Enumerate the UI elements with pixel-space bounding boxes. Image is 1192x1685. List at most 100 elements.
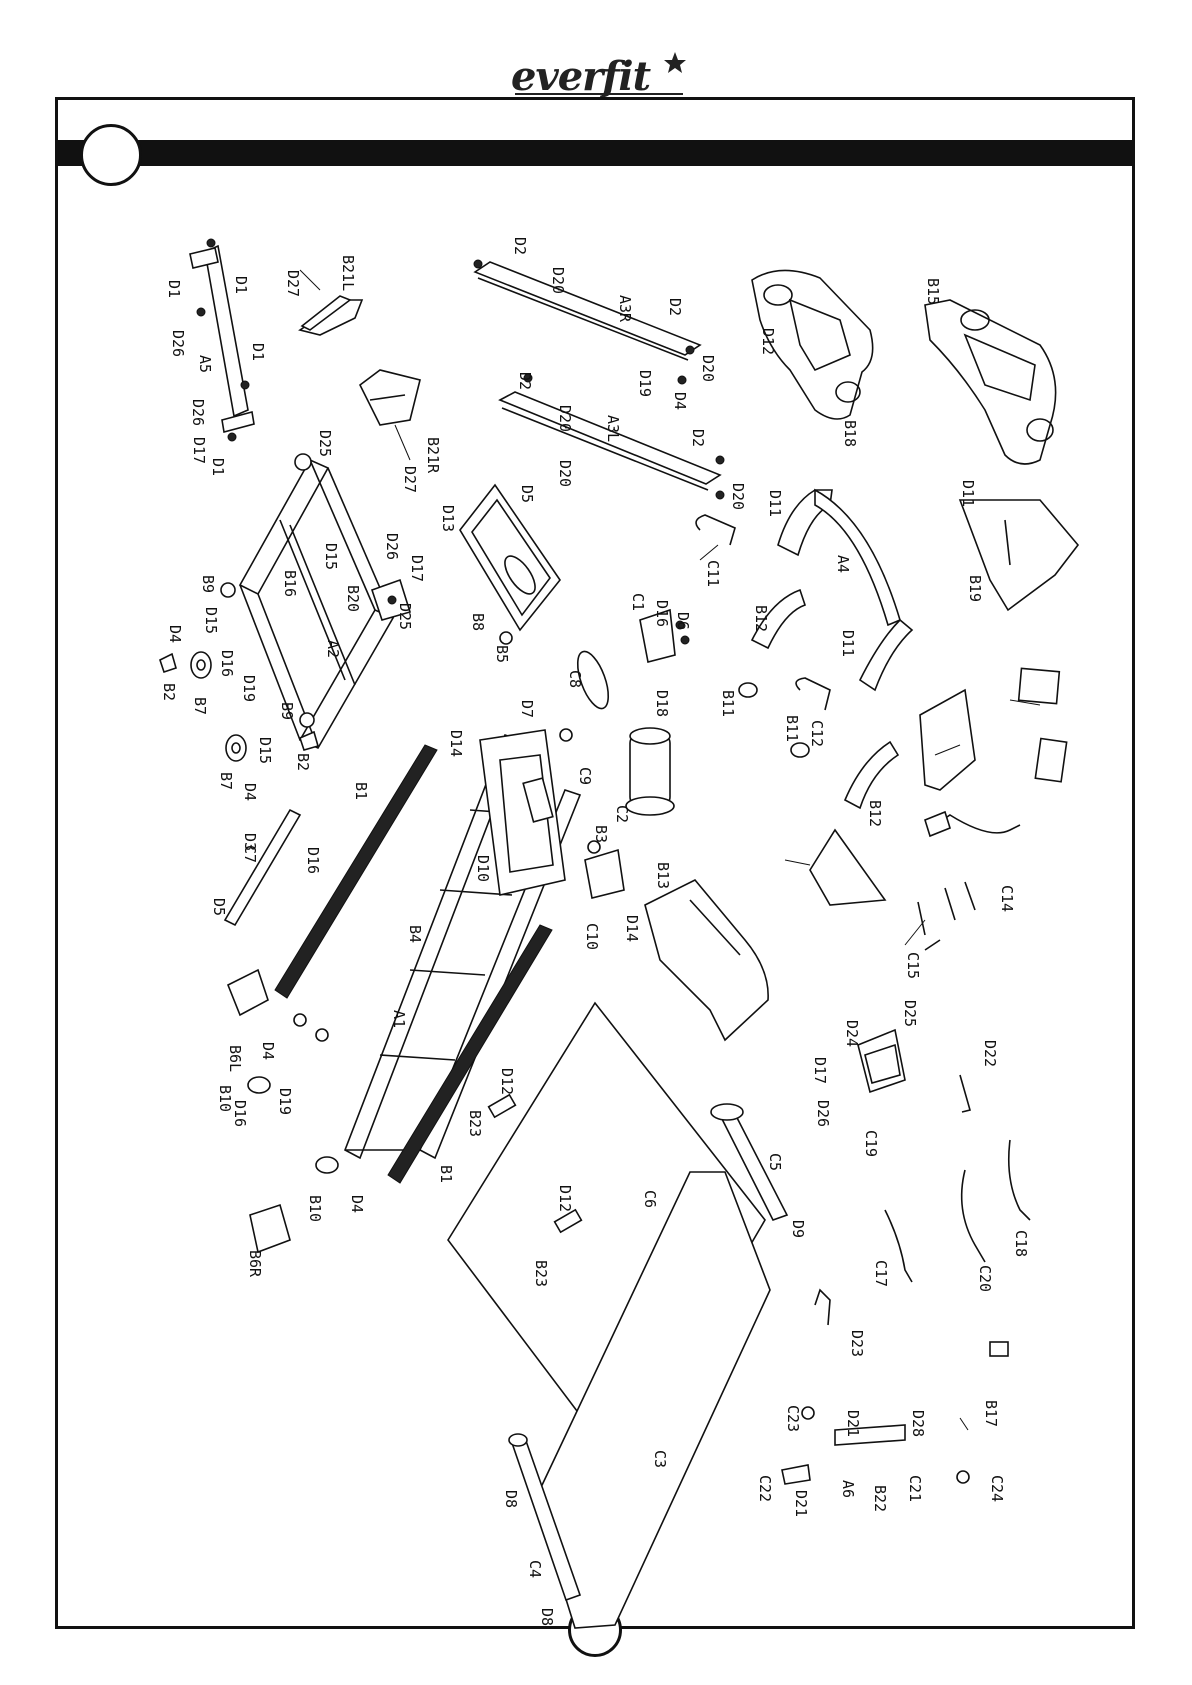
part-label-c6: C6 [641, 1190, 659, 1208]
part-label-d28: D28 [909, 1410, 927, 1437]
part-c7-end-caps [223, 808, 339, 1254]
part-label-d13: D13 [439, 505, 457, 532]
everfit-logo: everfit [511, 52, 686, 100]
part-label-c3: C3 [651, 1450, 669, 1468]
part-label-c8: C8 [566, 670, 584, 688]
part-label-d4: D4 [259, 1042, 277, 1060]
part-label-b15: B15 [924, 278, 942, 305]
part-label-d18: D18 [653, 690, 671, 717]
part-d22-tool [959, 1074, 971, 1113]
part-label-c14: C14 [998, 885, 1016, 912]
part-label-b23: B23 [466, 1110, 484, 1137]
part-label-b16: B16 [281, 570, 299, 597]
part-label-d26: D26 [383, 533, 401, 560]
part-label-d1: D1 [209, 458, 227, 476]
part-label-b10: B10 [306, 1195, 324, 1222]
part-label-d20: D20 [556, 460, 574, 487]
part-label-d26: D26 [169, 330, 187, 357]
part-label-c7: C7 [241, 845, 259, 863]
part-label-d15: D15 [202, 607, 220, 634]
part-a2-base-frame [220, 453, 395, 750]
part-label-d12: D12 [498, 1068, 516, 1095]
part-label-a4: A4 [834, 555, 852, 573]
part-b20-hinge [370, 578, 412, 621]
part-c8-belt [576, 650, 610, 710]
part-label-b8: B8 [469, 613, 487, 631]
part-label-c1: C1 [629, 593, 647, 611]
part-label-a3l: A3L [604, 415, 622, 442]
part-label-b20: B20 [344, 585, 362, 612]
part-label-d10: D10 [474, 855, 492, 882]
part-label-d22: D22 [981, 1040, 999, 1067]
part-label-b21r: B21R [424, 437, 442, 474]
part-label-c10: C10 [583, 923, 601, 950]
part-label-c22: C22 [756, 1475, 774, 1502]
part-label-b2: B2 [294, 753, 312, 771]
part-c5-front-roller [710, 1103, 789, 1221]
part-b21-covers [298, 295, 421, 426]
part-b8-plate [459, 483, 561, 645]
part-label-d19: D19 [240, 675, 258, 702]
part-label-d11: D11 [839, 630, 857, 657]
part-c10-small-parts [559, 728, 625, 899]
part-a5-crossbar [189, 238, 255, 442]
part-c20-cable [960, 1169, 986, 1263]
part-label-c5: C5 [766, 1153, 784, 1171]
part-label-b12: B12 [866, 800, 884, 827]
part-label-b6l: B6L [226, 1045, 244, 1072]
part-label-b7: B7 [217, 772, 235, 790]
part-label-a2: A2 [324, 640, 342, 658]
part-c12-cable [795, 677, 831, 711]
part-label-d17: D17 [811, 1057, 829, 1084]
part-c19-controller [857, 1028, 906, 1094]
part-label-d7: D7 [518, 700, 536, 718]
part-label-d15: D15 [256, 737, 274, 764]
part-label-d20: D20 [699, 355, 717, 382]
part-label-d25: D25 [901, 1000, 919, 1027]
part-label-d4: D4 [166, 625, 184, 643]
logo-text: everfit [511, 53, 652, 100]
part-label-c18: C18 [1012, 1230, 1030, 1257]
part-label-b11: B11 [719, 690, 737, 717]
part-c1-motor-mount [639, 608, 690, 663]
part-console-display [809, 667, 1068, 906]
part-label-d5: D5 [518, 485, 536, 503]
part-label-b11: B11 [783, 715, 801, 742]
part-c18-cable [1007, 1139, 1031, 1221]
part-label-d21: D21 [792, 1490, 810, 1517]
part-label-d8: D8 [538, 1608, 556, 1626]
part-label-d1: D1 [232, 276, 250, 294]
part-label-d1: D1 [165, 280, 183, 298]
part-label-c19: C19 [862, 1130, 880, 1157]
part-label-d16: D16 [653, 600, 671, 627]
part-label-d2: D2 [689, 429, 707, 447]
part-label-d17: D17 [408, 555, 426, 582]
part-label-d12: D12 [556, 1185, 574, 1212]
part-c2-motor [625, 727, 675, 816]
part-label-d20: D20 [549, 267, 567, 294]
part-label-d6: D6 [674, 612, 692, 630]
part-label-d12: D12 [759, 328, 777, 355]
part-label-c15: C15 [904, 952, 922, 979]
part-label-d14: D14 [623, 915, 641, 942]
part-label-d16: D16 [218, 650, 236, 677]
part-label-b6r: B6R [246, 1250, 264, 1278]
part-label-c20: C20 [976, 1265, 994, 1292]
leader-lines [299, 269, 1041, 1431]
part-label-b3: B3 [592, 825, 610, 843]
part-label-c11: C11 [704, 560, 722, 587]
part-label-d2: D2 [511, 237, 529, 255]
part-label-d16: D16 [231, 1100, 249, 1127]
part-b13-motor-hood [644, 879, 769, 1042]
part-b15-console-front [924, 299, 1057, 465]
part-b11-cap [738, 682, 758, 698]
part-label-d4: D4 [671, 392, 689, 410]
part-label-b2: B2 [160, 683, 178, 701]
part-label-b17: B17 [982, 1400, 1000, 1427]
part-label-b23: B23 [532, 1260, 550, 1287]
part-label-b12: B12 [752, 605, 770, 632]
part-label-d4: D4 [348, 1195, 366, 1213]
part-label-d4: D4 [241, 783, 259, 801]
part-label-a1: A1 [390, 1010, 408, 1028]
